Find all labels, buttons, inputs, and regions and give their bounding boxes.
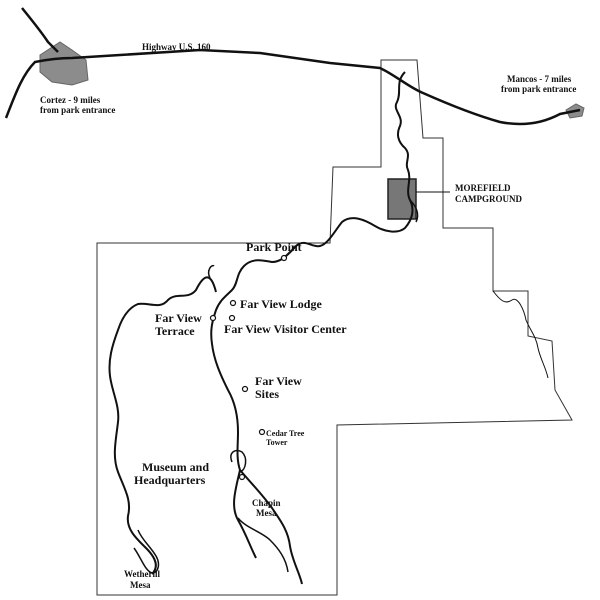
- campground-road: [409, 199, 419, 223]
- chapin-mesa-road-east: [239, 469, 303, 585]
- wetherill-mesa-label-line2: Mesa: [130, 580, 151, 590]
- morefield-campground-area: [387, 178, 417, 220]
- far-view-sites-label-line1: Far View: [255, 374, 302, 388]
- park-entrance-road: [210, 71, 414, 471]
- wetherill-spur: [207, 264, 215, 279]
- chapin-mesa-road-west: [233, 469, 257, 559]
- far-view-lodge-marker: [229, 299, 237, 307]
- museum-marker: [238, 473, 246, 481]
- far-view-visitor-center-marker: [228, 314, 236, 322]
- museum-loop: [230, 449, 247, 473]
- museum-hq-label-line1: Museum and: [142, 460, 209, 474]
- museum-hq-label-line2: Headquarters: [134, 473, 206, 487]
- cortez-town-area: [39, 41, 89, 86]
- cortez-label-line2: from park entrance: [40, 105, 115, 115]
- far-view-sites-label-line2: Sites: [255, 387, 279, 401]
- mancos-label-line1: Mancos - 7 miles: [507, 74, 572, 84]
- far-view-sites-marker: [241, 385, 249, 393]
- mancos-label-line2: from park entrance: [501, 84, 576, 94]
- highway-label: Highway U.S. 160: [142, 42, 211, 52]
- far-view-terrace-label-line1: Far View: [155, 311, 202, 325]
- far-view-terrace-marker: [209, 314, 217, 322]
- chapin-mesa-label-line1: Chapin: [252, 498, 281, 508]
- park-point-marker: [280, 254, 288, 262]
- cortez-north-road: [21, 7, 59, 53]
- far-view-lodge-label: Far View Lodge: [240, 297, 322, 311]
- wetherill-loop: [133, 529, 160, 574]
- far-view-visitor-center-label: Far View Visitor Center: [224, 322, 347, 336]
- chapin-mesa-loop: [237, 517, 289, 573]
- highway-us-160: [4, 48, 581, 126]
- wetherill-mesa-label-line1: Wetherill: [124, 569, 160, 579]
- park-boundary: [96, 59, 573, 596]
- east-canyon-line: [492, 290, 549, 379]
- cortez-label-line1: Cortez - 9 miles: [40, 95, 101, 105]
- chapin-mesa-label-line2: Mesa: [256, 508, 277, 518]
- morefield-label-line2: CAMPGROUND: [455, 194, 522, 204]
- wetherill-mesa-road: [108, 276, 217, 575]
- morefield-label-line1: MOREFIELD: [455, 183, 511, 193]
- far-view-terrace-label-line2: Terrace: [155, 324, 195, 338]
- cedar-tree-tower-marker: [258, 428, 266, 436]
- cedar-tree-tower-label-line1: Cedar Tree: [266, 429, 305, 438]
- cedar-tree-tower-label-line2: Tower: [266, 438, 288, 447]
- park-point-label: Park Point: [246, 240, 302, 254]
